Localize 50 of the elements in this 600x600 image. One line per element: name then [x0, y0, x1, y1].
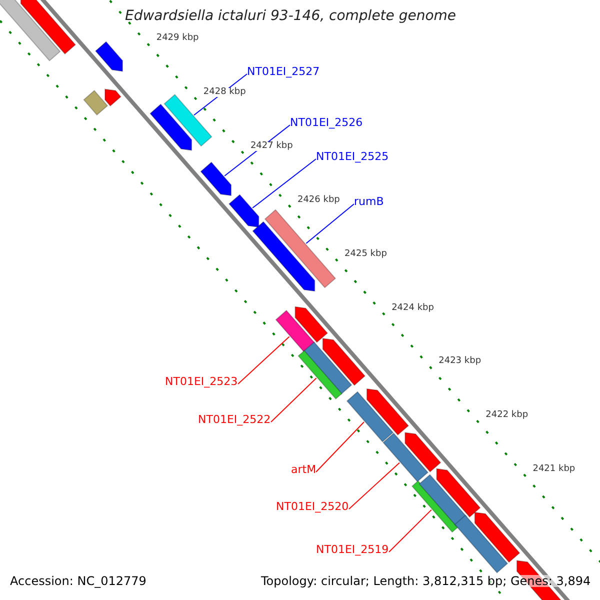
scale-label: 2429 kbp: [155, 34, 200, 44]
gene-feature: [366, 388, 410, 436]
gene-feature: [418, 474, 468, 527]
gene-feature: [404, 432, 442, 472]
title: Edwardsiella ictaluri 93-146, complete genome: [125, 9, 456, 23]
gene-feature: [454, 514, 508, 574]
gene-feature: [83, 90, 108, 116]
scale-label: 2428 kbp: [202, 88, 247, 98]
footer-text: Topology: circular; Length: 3,812,315 bp; Genes: 3,894: [261, 575, 591, 587]
gene-label: NT01EI_2523: [165, 376, 238, 387]
gene-label: NT01EI_2519: [316, 544, 389, 555]
gene-feature: [382, 432, 429, 482]
gene-feature: [150, 104, 192, 151]
gene-label: NT01EI_2520: [276, 501, 349, 512]
gene-feature: [20, 0, 76, 55]
gene-feature: [346, 391, 394, 442]
footer-text: Accession: NC_012779: [10, 575, 146, 587]
gene-feature: [264, 209, 336, 288]
gene-feature: [104, 88, 122, 107]
scale-label: 2424 kbp: [390, 304, 435, 313]
gene-feature: [275, 310, 316, 353]
gene-label: NT01EI_2527: [247, 66, 320, 77]
gene-feature: [200, 162, 232, 196]
leader-line: [388, 509, 432, 552]
gene-label: NT01EI_2522: [198, 414, 271, 425]
leader-line: [270, 378, 317, 422]
leader-line: [252, 158, 316, 208]
gene-label: NT01EI_2526: [290, 117, 363, 128]
gene-feature: [94, 41, 123, 72]
leader-line: [316, 422, 364, 472]
gene-feature: [164, 94, 212, 147]
gene-feature: [294, 306, 328, 343]
scale-label: 2425 kbp: [344, 250, 388, 259]
leader-line: [238, 336, 290, 384]
scale-label: 2422 kbp: [484, 411, 530, 420]
scale-label: 2421 kbp: [532, 465, 576, 474]
gene-feature: [252, 221, 316, 292]
gene-feature: [228, 194, 260, 228]
gene-feature: [298, 350, 342, 400]
gene-feature: [474, 512, 520, 563]
scale-label: 2423 kbp: [438, 357, 482, 366]
gene-label: NT01EI_2525: [316, 151, 389, 162]
gene-feature: [436, 468, 481, 518]
leader-line: [306, 204, 354, 244]
gene-feature: [0, 0, 61, 62]
scale-label: 2426 kbp: [296, 196, 341, 205]
gene-label: rumB: [354, 196, 384, 207]
gene-label: artM: [291, 464, 316, 475]
gene-feature: [322, 338, 366, 386]
scale-label: 2427 kbp: [249, 142, 294, 152]
